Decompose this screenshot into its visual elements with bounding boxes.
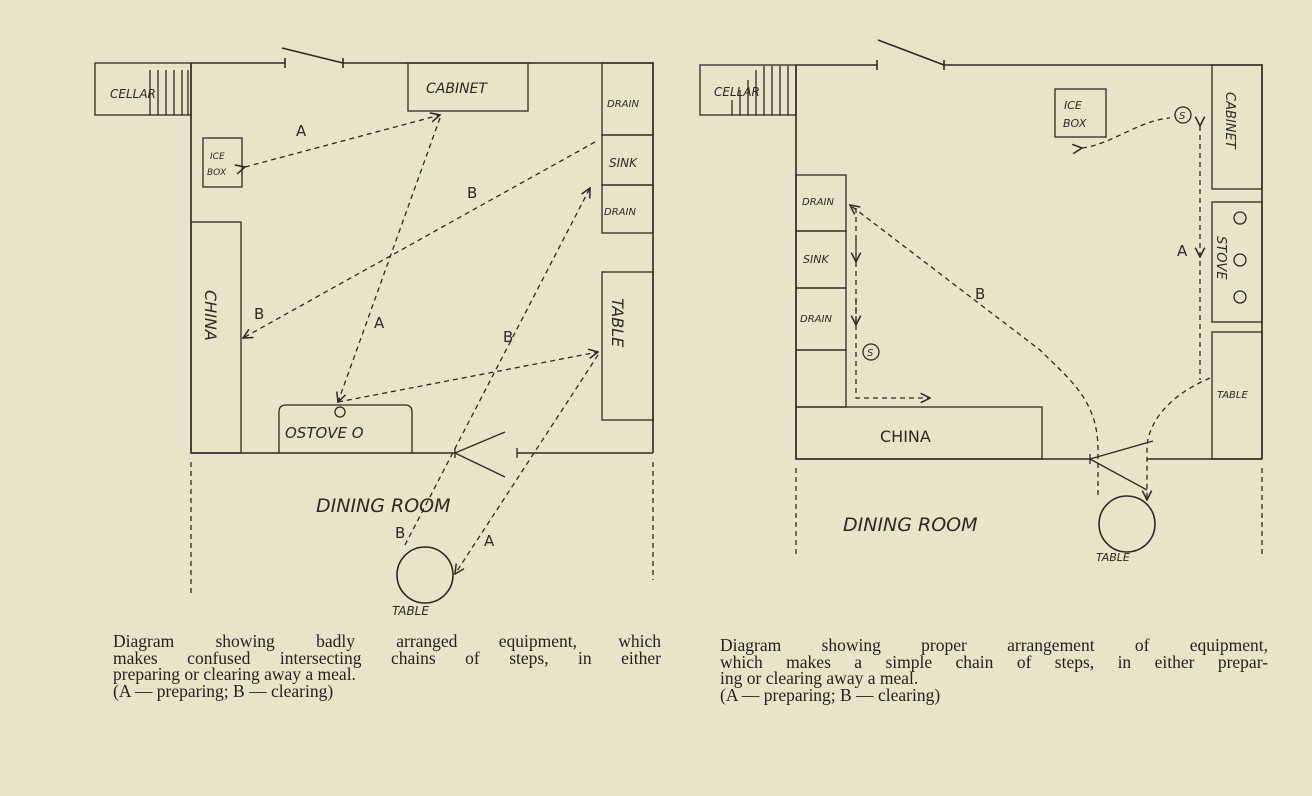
table-label: TABLE bbox=[608, 298, 627, 348]
cellar bbox=[94, 62, 192, 116]
dining-table-label: TABLE bbox=[392, 604, 429, 618]
caption-line: Diagram showing badly arranged equipment… bbox=[113, 631, 661, 651]
stove bbox=[1211, 201, 1263, 323]
caption-line: makes confused intersecting chains of st… bbox=[113, 647, 661, 668]
dining-table bbox=[396, 546, 454, 604]
drain-label: DRAIN bbox=[802, 197, 834, 208]
path-label-a: A bbox=[1177, 242, 1188, 260]
ice-label: ICE bbox=[210, 152, 225, 162]
path-label-b: B bbox=[395, 524, 405, 542]
cabinet bbox=[1211, 64, 1263, 190]
dining-room-label: DINING ROOM bbox=[843, 514, 978, 536]
stop-marker-label: S bbox=[1179, 111, 1186, 122]
work-table bbox=[1211, 331, 1263, 460]
cabinet bbox=[407, 62, 529, 112]
work-table bbox=[601, 271, 654, 421]
ice-box bbox=[202, 137, 243, 188]
dining-table-label: TABLE bbox=[1096, 551, 1130, 564]
caption-line: which makes a simple chain of steps, in … bbox=[720, 651, 1268, 672]
caption-line: Diagram showing proper arrangement of eq… bbox=[720, 635, 1268, 655]
drain-label: DRAIN bbox=[604, 207, 636, 218]
china-label: CHINA bbox=[201, 290, 220, 341]
path-label-b: B bbox=[254, 305, 264, 323]
drain-label: DRAIN bbox=[607, 99, 639, 110]
cellar-label: CELLAR bbox=[714, 85, 760, 99]
caption-line: (A — preparing; B — clearing) bbox=[113, 680, 334, 701]
drain-label: DRAIN bbox=[800, 314, 832, 325]
right-caption: Diagram showing proper arrangement of eq… bbox=[720, 637, 1268, 703]
cellar-label: CELLAR bbox=[110, 87, 156, 101]
left-caption: Diagram showing badly arranged equipment… bbox=[113, 633, 661, 699]
box-label: BOX bbox=[207, 168, 227, 178]
dining-table bbox=[1098, 495, 1156, 553]
path-label-b: B bbox=[975, 285, 985, 303]
china-cabinet bbox=[795, 406, 1043, 460]
stop-marker-label: S bbox=[867, 348, 874, 359]
china-cabinet bbox=[190, 221, 242, 454]
path-label-b: B bbox=[467, 184, 477, 202]
caption-line: preparing or clearing away a meal. bbox=[113, 664, 356, 684]
stove bbox=[278, 404, 413, 453]
path-label-a: A bbox=[484, 532, 495, 550]
cabinet-label: CABINET bbox=[426, 81, 488, 97]
path-label-b: B bbox=[503, 328, 513, 346]
path-label-a: A bbox=[374, 314, 385, 332]
stove-label: STOVE bbox=[1213, 236, 1228, 280]
right-floor-plan: CELLAR ICE BOX CABINET STOVE TABLE DRAIN… bbox=[699, 39, 1263, 564]
table-label: TABLE bbox=[1217, 390, 1248, 401]
caption-line: (A — preparing; B — clearing) bbox=[720, 684, 941, 705]
sink-label: SINK bbox=[803, 253, 829, 266]
path-label-a: A bbox=[296, 122, 307, 140]
dining-room-label: DINING ROOM bbox=[316, 495, 451, 517]
cabinet-label: CABINET bbox=[1222, 92, 1237, 150]
sink-label: SINK bbox=[609, 156, 638, 170]
left-floor-plan: CELLAR CABINET DRAIN SINK DRAIN ICE BOX … bbox=[94, 47, 654, 618]
ice-label: ICE bbox=[1064, 99, 1082, 112]
box-label: BOX bbox=[1063, 117, 1087, 130]
ice-box bbox=[1054, 88, 1107, 138]
caption-line: ing or clearing away a meal. bbox=[720, 668, 919, 688]
stove-label: OSTOVE O bbox=[285, 424, 364, 442]
china-label: CHINA bbox=[880, 427, 931, 446]
